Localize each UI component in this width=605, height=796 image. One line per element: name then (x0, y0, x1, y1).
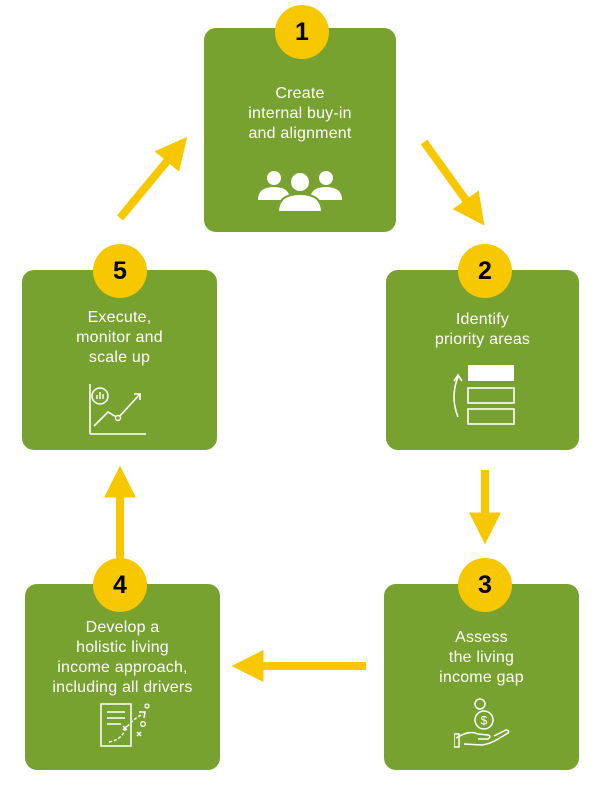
step-5-badge: 5 (93, 244, 147, 298)
step-2-badge: 2 (458, 244, 512, 298)
priority-stack-icon (453, 365, 515, 425)
step-1-box: Create internal buy-in and alignment (204, 28, 396, 232)
step-5-title: Execute, monitor and scale up (76, 309, 163, 366)
step-4-box: Develop a holistic living income approac… (25, 584, 220, 770)
step-3-badge: 3 (458, 558, 512, 612)
arrow-5-to-1 (116, 136, 188, 221)
step-4-title: Develop a holistic living income approac… (52, 619, 193, 696)
step-4-badge: 4 (93, 558, 147, 612)
step-3-title: Assess the living income gap (439, 629, 524, 686)
people-group-icon (258, 171, 342, 213)
svg-text:$: $ (481, 714, 488, 728)
step-5-box: Execute, monitor and scale up (22, 270, 217, 450)
step-2-title: Identify priority areas (434, 311, 531, 348)
step-1-title: Create internal buy-in and alignment (248, 85, 352, 142)
growth-chart-icon (89, 384, 146, 435)
step-2-box: Identify priority areas (386, 270, 579, 450)
step-1-badge: 1 (275, 5, 329, 59)
arrow-1-to-2 (420, 139, 485, 226)
hand-coins-icon: $ (454, 698, 510, 748)
strategy-board-icon (100, 703, 150, 747)
step-3-box: Assess the living income gap $ (384, 584, 579, 770)
